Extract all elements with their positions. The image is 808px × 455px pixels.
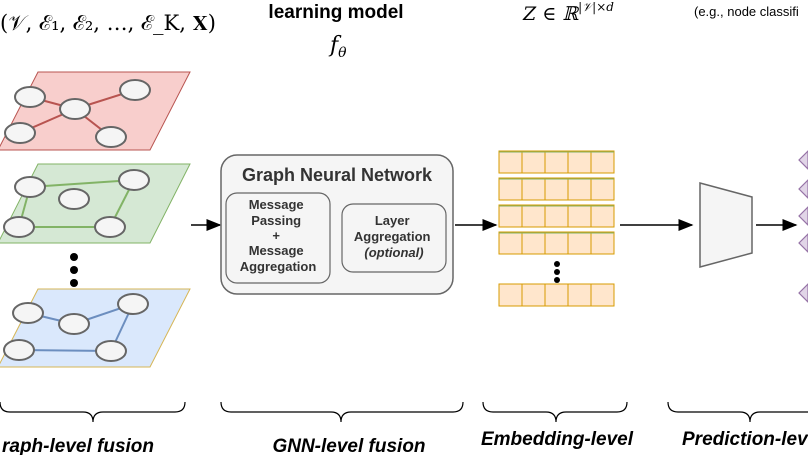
graph-node <box>58 188 90 210</box>
dot <box>554 261 560 267</box>
graph-node <box>4 122 36 144</box>
graph-node <box>59 98 91 120</box>
graph-layer-green <box>0 163 191 244</box>
output-diamond <box>798 233 808 253</box>
embedding-ellipsis-dots <box>554 261 560 283</box>
la-line-2: Aggregation <box>354 229 431 244</box>
embedding-row <box>498 283 615 307</box>
graph-node <box>95 126 127 148</box>
embedding-cell <box>498 204 523 228</box>
graph-node <box>117 293 149 315</box>
embedding-formula: Z ∈ ℝ|𝒱|×d <box>522 0 614 25</box>
embedding-row <box>498 204 615 228</box>
embedding-cell <box>544 177 569 201</box>
message-passing-label: Message Passing + Message Aggregation <box>240 197 317 274</box>
message-passing-box <box>225 192 331 284</box>
task-note: (e.g., node classifi <box>694 4 799 19</box>
embedding-cell <box>567 231 592 255</box>
brace-graph-level <box>0 401 186 423</box>
mp-line-4: Message <box>249 243 304 258</box>
la-line-3: (optional) <box>364 245 423 260</box>
embedding-cell <box>590 283 615 307</box>
mp-line-1: Message <box>249 197 304 212</box>
mp-line-2: Passing <box>251 213 301 228</box>
embedding-cell <box>498 177 523 201</box>
embedding-row <box>498 150 615 174</box>
embedding-cell <box>544 283 569 307</box>
graph-node <box>14 86 46 108</box>
embedding-cell <box>567 150 592 174</box>
embedding-cell <box>521 283 546 307</box>
graph-node <box>3 339 35 361</box>
graph-node <box>118 169 150 191</box>
model-symbol-theta: θ <box>338 45 347 61</box>
embedding-cell <box>590 150 615 174</box>
gnn-title: Graph Neural Network <box>242 165 433 185</box>
embedding-cell <box>521 231 546 255</box>
embedding-cell <box>590 231 615 255</box>
graph-node <box>119 79 151 101</box>
label-graph-level-fusion: raph-level fusion <box>2 436 154 455</box>
embedding-cell <box>567 177 592 201</box>
embedding-cell <box>590 177 615 201</box>
layer-aggregation-label: Layer Aggregation (optional) <box>354 213 434 260</box>
graph-node <box>94 216 126 238</box>
label-gnn-level-fusion: GNN-level fusion <box>272 436 425 455</box>
graph-layer-red <box>0 71 191 151</box>
dot <box>554 269 560 275</box>
output-diamond <box>798 283 808 303</box>
embedding-cell <box>590 204 615 228</box>
la-line-1: Layer <box>375 213 410 228</box>
embedding-cell <box>498 283 523 307</box>
embedding-cell <box>544 231 569 255</box>
edge <box>29 179 135 188</box>
output-diamond <box>798 150 808 170</box>
graph-node <box>3 216 35 238</box>
embedding-cell <box>567 283 592 307</box>
predictor-mlp-shape <box>699 182 753 268</box>
model-title: learning model <box>268 2 403 23</box>
model-symbol: fθ <box>328 33 347 61</box>
fusion-braces <box>0 401 808 423</box>
embedding-formula-dim: |𝒱|×d <box>578 0 614 14</box>
embedding-cell <box>498 231 523 255</box>
embedding-cell <box>567 204 592 228</box>
embedding-cell <box>521 150 546 174</box>
embedding-formula-base: Z ∈ ℝ <box>522 3 579 25</box>
graph-node <box>12 302 44 324</box>
embedding-matrix <box>498 150 615 307</box>
output-diamond <box>798 179 808 199</box>
dot <box>70 253 78 261</box>
layer-ellipsis-dots <box>70 253 78 287</box>
brace-prediction-level <box>667 401 808 423</box>
embedding-cell <box>544 204 569 228</box>
embedding-row <box>498 231 615 255</box>
dot <box>70 266 78 274</box>
embedding-row <box>498 177 615 201</box>
output-predictions <box>798 150 808 303</box>
graph-node <box>58 313 90 335</box>
embedding-cell <box>521 204 546 228</box>
embedding-cell <box>498 150 523 174</box>
gnn-box: Graph Neural Network Message Passing + M… <box>220 154 454 295</box>
mp-line-5: Aggregation <box>240 259 317 274</box>
embedding-cell <box>544 150 569 174</box>
dot <box>70 279 78 287</box>
graph-node <box>14 176 46 198</box>
mp-line-3: + <box>272 228 280 243</box>
layers-formula: (𝒱, ℰ₁, ℰ₂, …, ℰ_K, 𝐗) <box>0 11 216 35</box>
graph-layer-blue <box>0 288 191 368</box>
brace-embedding-level <box>482 401 628 423</box>
brace-gnn-level <box>220 401 464 423</box>
dot <box>554 277 560 283</box>
output-diamond <box>798 206 808 226</box>
label-embedding-level: Embedding-level <box>481 429 634 450</box>
graph-node <box>95 340 127 362</box>
label-prediction-level: Prediction-lev <box>682 429 808 450</box>
embedding-cell <box>521 177 546 201</box>
layer-aggregation-box <box>341 203 447 273</box>
